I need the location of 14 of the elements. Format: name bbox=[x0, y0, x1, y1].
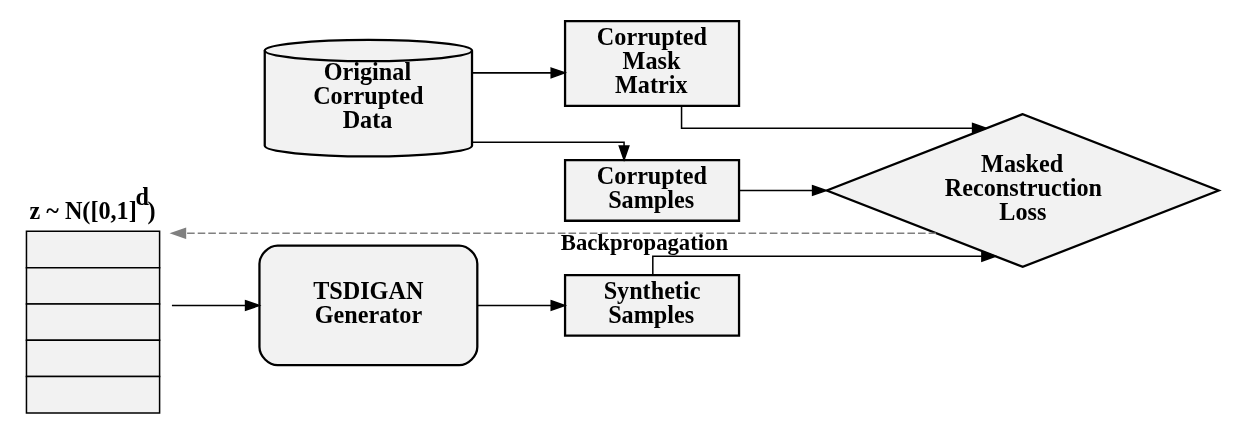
arrow bbox=[169, 227, 937, 240]
arrow bbox=[738, 184, 829, 197]
arrow bbox=[680, 105, 989, 135]
arrow bbox=[471, 67, 568, 79]
edge-label: Backpropagation bbox=[560, 229, 729, 255]
node-box: Corrupted Mask Matrix bbox=[563, 19, 741, 107]
arrow bbox=[652, 250, 998, 276]
node-box: TSDIGAN Generator bbox=[258, 244, 479, 367]
arrow bbox=[171, 299, 262, 312]
node-box: Corrupted Samples bbox=[563, 159, 741, 222]
arrow bbox=[476, 299, 568, 312]
node-box: Synthetic Samples bbox=[563, 274, 741, 337]
arrow bbox=[471, 141, 630, 162]
node-diamond: Masked Reconstruction Loss bbox=[823, 112, 1222, 269]
